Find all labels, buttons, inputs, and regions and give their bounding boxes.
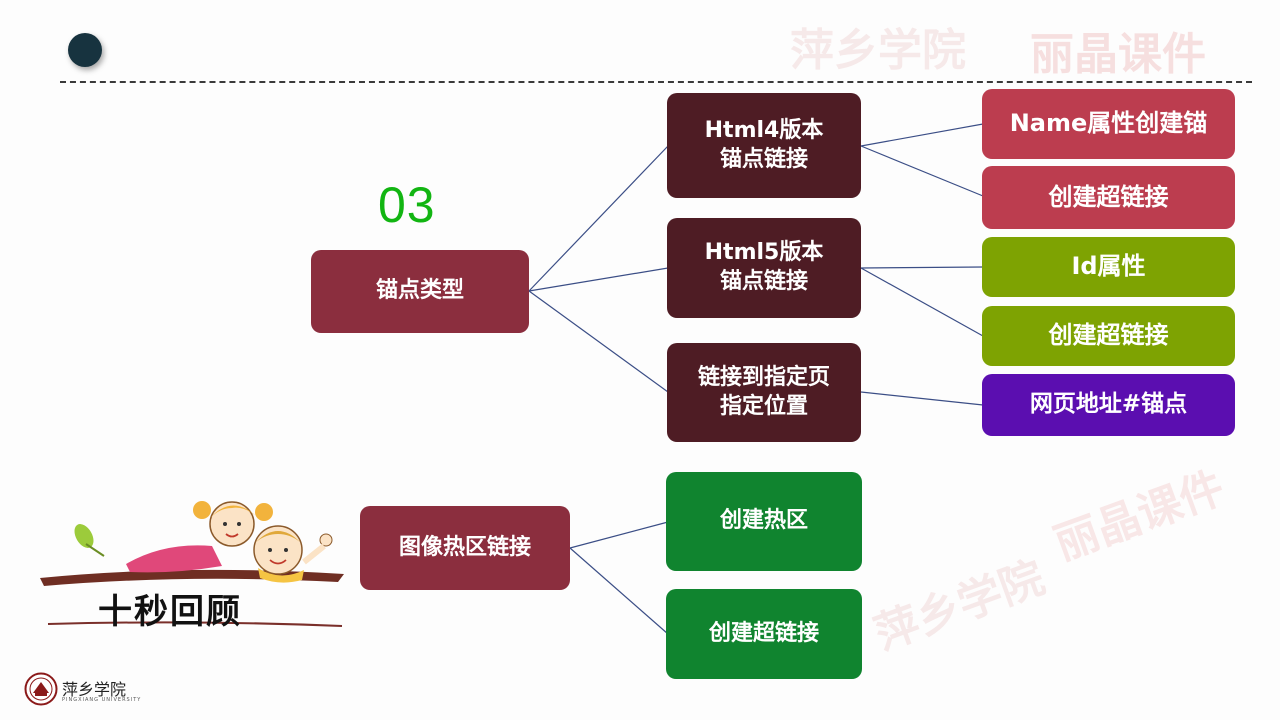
node-html5-anchor: Html5版本 锚点链接 [667,218,861,318]
school-logo-text: 萍乡学院 [62,680,127,699]
connector-page-anchor [860,391,984,406]
header-dot [68,33,102,67]
node-image-hotspot-link: 图像热区链接 [360,506,570,590]
leaf-page-url-anchor: 网页地址#锚点 [982,374,1235,436]
watermark-courseware-mid: 丽晶课件 [1048,462,1231,571]
connector-root-html5 [528,267,669,292]
connector-root-html4 [528,145,669,292]
leaf-html4-create-link: 创建超链接 [982,166,1235,229]
connector-hotspot-link [569,547,669,635]
watermark-school-top: 萍乡学院 [790,25,966,76]
school-english-name: PINGXIANG UNIVERSITY [62,697,142,703]
connector-root-page [528,290,669,393]
connector-html4-name [860,123,984,147]
watermark-courseware-top: 丽晶课件 [1030,29,1206,80]
connector-hotspot-create [569,521,669,549]
connector-html4-link [860,145,984,197]
review-title: 十秒回顾 [98,592,242,632]
node-link-to-page-position: 链接到指定页 指定位置 [667,343,861,442]
node-html4-anchor: Html4版本 锚点链接 [667,93,861,198]
leaf-id-attribute: Id属性 [982,237,1235,297]
section-number: 03 [378,177,436,233]
header-divider [60,81,1252,83]
school-seal-icon [24,672,58,706]
connector-html5-link [860,267,984,337]
kids-illustration [40,501,344,627]
watermark-school-bottom: 萍乡学院 [868,552,1051,661]
leaf-html5-create-link: 创建超链接 [982,306,1235,366]
leaf-hotspot-create-link: 创建超链接 [666,589,862,679]
leaf-name-attribute: Name属性创建锚 [982,89,1235,159]
leaf-create-hotspot: 创建热区 [666,472,862,571]
node-anchor-types: 锚点类型 [311,250,529,333]
connector-html5-id [860,266,984,269]
